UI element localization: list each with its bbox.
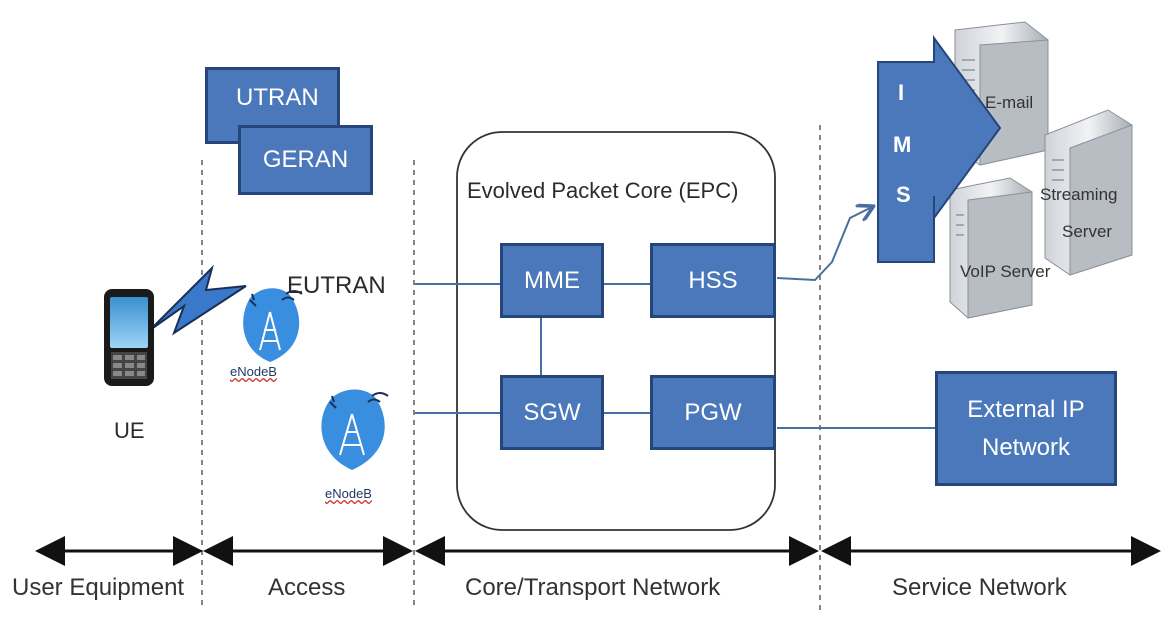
email-server-label: E-mail — [985, 93, 1034, 112]
voip-server-label: VoIP Server — [960, 262, 1051, 281]
section-dividers — [201, 125, 821, 610]
ue-label: UE — [114, 418, 145, 443]
ims-letter-s: S — [896, 182, 911, 207]
voip-server-icon — [949, 177, 1033, 319]
enodeb-tower-icon-top — [243, 288, 303, 362]
ims-letter-i: I — [898, 80, 905, 105]
external-line1: External IP — [967, 395, 1085, 423]
line-hss-ims — [776, 207, 872, 282]
streaming-server-label-1: Streaming — [1040, 185, 1118, 204]
epc-title: Evolved Packet Core (EPC) — [467, 178, 739, 203]
section-core-transport: Core/Transport Network — [465, 574, 721, 601]
hss-box: HSS — [650, 243, 776, 318]
hss-label: HSS — [688, 266, 738, 294]
mme-label: MME — [524, 266, 580, 294]
pgw-box: PGW — [650, 375, 776, 450]
ims-block — [877, 34, 1002, 263]
pgw-label: PGW — [684, 398, 742, 426]
enodeb-tower-icon-bottom — [321, 389, 389, 470]
streaming-server-icon — [1044, 109, 1133, 276]
phone-icon — [104, 289, 154, 386]
ims-letter-m: M — [893, 132, 912, 157]
geran-label: GERAN — [262, 146, 349, 173]
enodeb-label-top: eNodeB — [230, 364, 277, 379]
eutran-label: EUTRAN — [287, 272, 386, 299]
epc-container — [456, 131, 776, 531]
wireless-link-icon — [149, 264, 247, 336]
section-service-network: Service Network — [892, 574, 1067, 601]
connection-lines — [415, 207, 935, 429]
external-ip-network-box: External IP Network — [935, 371, 1117, 486]
sgw-box: SGW — [500, 375, 604, 450]
streaming-server-label-2: Server — [1062, 222, 1113, 241]
section-access: Access — [268, 574, 346, 601]
external-line2: Network — [981, 433, 1071, 461]
utran-label: UTRAN — [236, 84, 319, 111]
geran-box: GERAN — [238, 125, 373, 195]
sgw-label: SGW — [523, 398, 581, 426]
mme-box: MME — [500, 243, 604, 318]
enodeb-label-bottom: eNodeB — [325, 486, 372, 501]
section-user-equipment: User Equipment — [12, 574, 185, 601]
